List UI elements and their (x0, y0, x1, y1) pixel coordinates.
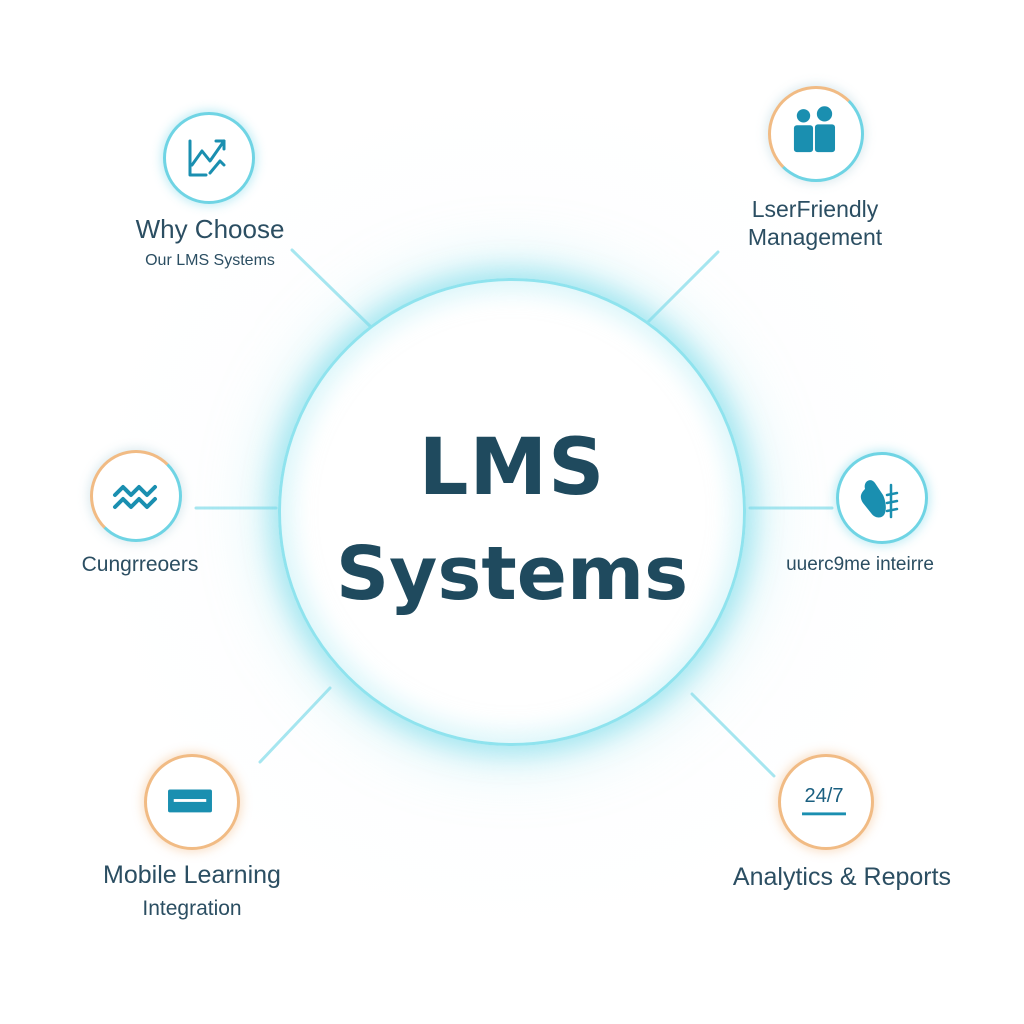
node-congress (90, 450, 182, 542)
node-analytics: 24/7 (778, 754, 874, 850)
clock-24-7-icon: 24/7 (802, 785, 846, 816)
hub-title-line1: LMS (418, 423, 606, 513)
congress-label: Cungrreoers (81, 553, 199, 576)
node-mobile-learning (144, 754, 240, 850)
hub-title-line2: Systems (335, 531, 689, 617)
node-why-choose (163, 112, 255, 204)
label-user-friendly: LserFriendly Management (700, 196, 930, 251)
hand-icon (860, 480, 899, 519)
label-why-choose: Why Choose Our LMS Systems (100, 214, 320, 270)
connector-bottom-right (690, 692, 776, 778)
interface-label: uuerc9me inteirre (786, 554, 934, 575)
mobile-learning-line2: Integration (142, 897, 242, 920)
card-icon (168, 789, 212, 813)
label-mobile-learning: Mobile Learning Integration (72, 860, 312, 921)
connector-top-left (290, 248, 374, 330)
user-friendly-line2: Management (747, 223, 883, 250)
label-congress: Cungrreoers (40, 552, 240, 577)
why-choose-subtitle: Our LMS Systems (145, 252, 275, 270)
mobile-learning-line1: Mobile Learning (103, 861, 281, 889)
label-interface: uuerc9me inteirre (750, 554, 970, 577)
connector-top-right (642, 250, 720, 328)
lms-hub-circle: LMS Systems (278, 278, 746, 746)
node-interface (836, 452, 928, 544)
connector-bottom-left (258, 686, 332, 764)
why-choose-title: Why Choose (135, 214, 285, 244)
label-analytics: Analytics & Reports (700, 862, 984, 892)
analytics-label: Analytics & Reports (732, 863, 952, 891)
user-friendly-line1: LserFriendly (751, 196, 879, 222)
growth-chart-icon (188, 139, 226, 177)
node-user-friendly (768, 86, 864, 182)
badge-24-7: 24/7 (804, 785, 843, 807)
wave-icon (113, 485, 157, 509)
users-icon (793, 106, 836, 153)
